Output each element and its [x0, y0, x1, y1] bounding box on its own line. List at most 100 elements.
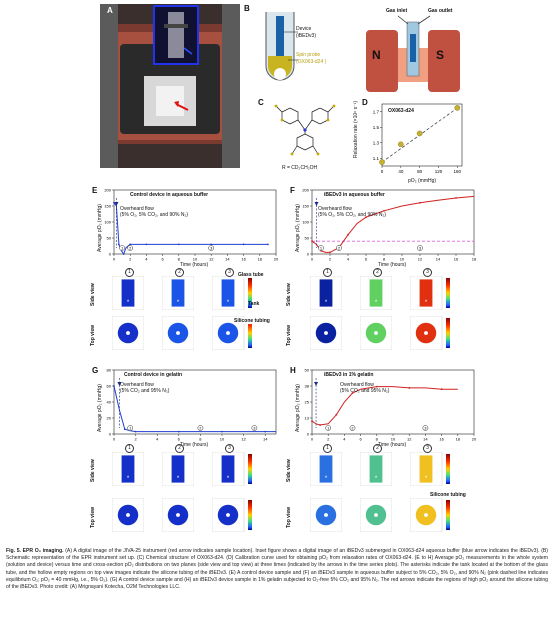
xtick-label: 12: [407, 437, 412, 442]
d-data-point: [379, 159, 385, 165]
series-point: [264, 430, 267, 433]
xtick-label: 4: [343, 437, 346, 442]
d-ytick-label: 1.7: [373, 109, 380, 114]
tubing-hole: [176, 331, 180, 335]
column-marker: 2: [175, 268, 184, 277]
ytick-label: 80: [107, 368, 112, 373]
xtick-label: 4: [145, 257, 148, 262]
time-marker-label: 2: [338, 246, 341, 251]
f-ylabel: Average pO₂ (mmHg): [295, 204, 301, 252]
g-flow: Overheard flow: [120, 382, 154, 388]
e-flow: Overheard flow: [120, 206, 154, 212]
epr-setup-schematic: [265, 12, 460, 92]
side-view-image: *: [360, 276, 392, 310]
flow-arrow: [114, 202, 119, 206]
f-flow: Overheard flow: [318, 206, 352, 212]
side-view-image: *: [310, 276, 342, 310]
flow-arrow: [117, 382, 122, 386]
ytick-label: 0: [307, 252, 310, 257]
top-view-label-e: Top view: [90, 324, 96, 346]
d-xtick-label: 0: [381, 169, 384, 174]
tank-asterisk: *: [325, 300, 328, 306]
column-marker: 3: [423, 268, 432, 277]
xtick-label: 10: [400, 257, 405, 262]
series-line-g: [113, 385, 276, 433]
series-point: [375, 385, 378, 388]
ytick-label: 0: [109, 432, 112, 437]
series-point: [210, 243, 213, 246]
side-view-image: *: [310, 452, 342, 486]
side-view-label-f: Side view: [286, 283, 292, 306]
xtick-label: 10: [193, 257, 198, 262]
d-xtick-label: 160: [454, 169, 462, 174]
top-view-image: [212, 498, 252, 532]
column-marker: 3: [225, 268, 234, 277]
column-marker: 2: [175, 444, 184, 453]
top-view-image: [360, 498, 392, 532]
side-view-image: *: [410, 276, 450, 310]
tubing-hole: [374, 331, 378, 335]
time-marker: [251, 425, 258, 431]
top-view-image: [112, 498, 144, 532]
xtick-label: 8: [199, 437, 202, 442]
column-marker: 1: [125, 268, 134, 277]
tank-asterisk: *: [127, 476, 130, 482]
xtick-label: 8: [376, 437, 379, 442]
sample-region: [121, 279, 135, 307]
spin-probe-label: Spin probe: [296, 52, 321, 58]
tank-asterisk: *: [325, 476, 328, 482]
time-marker: [208, 245, 215, 251]
h-title: iBEDv3 in 1% gelatin: [324, 372, 374, 378]
ytick-label: 50: [305, 368, 310, 373]
tank-label: Tank: [248, 301, 260, 307]
time-marker: [336, 245, 342, 251]
h-ylabel: Average pO₂ (mmHg): [295, 384, 301, 432]
xtick-label: 6: [178, 437, 181, 442]
xtick-label: 18: [472, 257, 477, 262]
xtick-label: 16: [241, 257, 246, 262]
panel-label-a-overlay: A: [107, 6, 113, 15]
xtick-label: 20: [274, 257, 279, 262]
f-title: iBEDv3 in aqueous buffer: [324, 192, 385, 198]
series-point: [113, 201, 115, 204]
time-marker: [325, 425, 332, 431]
sample-region: [319, 455, 333, 483]
top-view-image: [112, 316, 144, 350]
device-name-label: (iBEDv3): [296, 33, 317, 39]
d-xlabel: pO₂ (mmHg): [408, 178, 437, 184]
xtick-label: 6: [359, 437, 362, 442]
column-marker: 1: [323, 444, 332, 453]
xtick-label: 12: [241, 437, 246, 442]
silicone-tubing-label-f: Silicone tubing: [234, 318, 270, 324]
xtick-label: 14: [225, 257, 230, 262]
time-marker-label: 1: [320, 246, 323, 251]
tubing-hole: [126, 331, 130, 335]
d-xtick-label: 80: [417, 169, 423, 174]
top-view-label-f: Top view: [286, 324, 292, 346]
xtick-label: 10: [391, 437, 396, 442]
time-marker-label: 3: [210, 246, 213, 251]
time-marker: [197, 425, 204, 431]
time-marker: [127, 245, 134, 251]
series-point: [419, 201, 421, 204]
flow-arrow: [314, 202, 319, 206]
series-point: [311, 420, 313, 423]
ytick-label: 0: [307, 432, 310, 437]
xtick-label: 2: [329, 257, 332, 262]
series-point: [319, 424, 321, 426]
sample-region: [319, 279, 333, 307]
xtick-label: 0: [113, 437, 116, 442]
figure-caption: Fig. 5. EPR O₂ imaging. (A) A digital im…: [6, 548, 548, 591]
colorbar: [446, 500, 450, 530]
series-point: [335, 413, 338, 416]
panel-label-f: F: [290, 186, 295, 195]
xtick-label: 14: [436, 257, 441, 262]
sample-region: [419, 455, 433, 483]
d-ylabel: Relaxation rate (×10⁶ s⁻¹): [353, 100, 359, 158]
xtick-label: 6: [365, 257, 368, 262]
device-label: Device: [296, 26, 312, 32]
side-view-image: *: [212, 276, 252, 310]
time-marker-label: 2: [129, 246, 132, 251]
